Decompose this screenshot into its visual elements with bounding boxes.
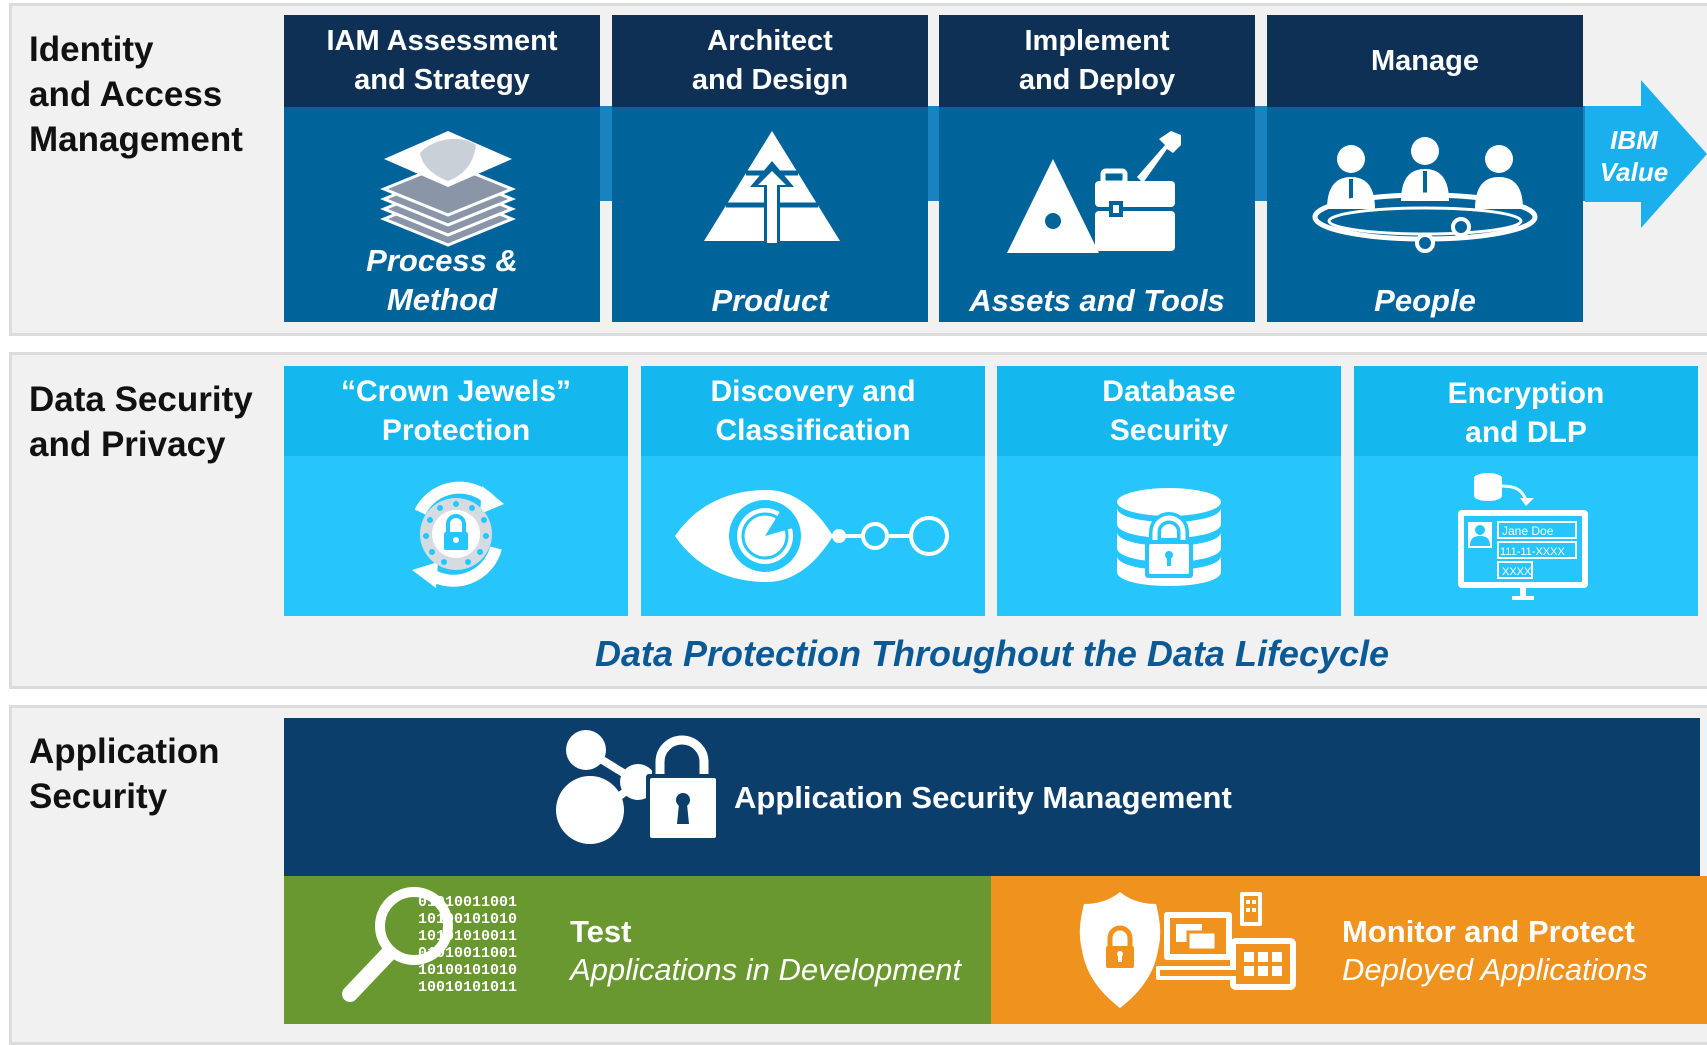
- ibm-value-arrow: [1585, 80, 1707, 228]
- network-lock-icon: [556, 730, 720, 844]
- shield-devices-icon: [1079, 892, 1296, 1008]
- iam-label-assets-tools: Assets and Tools: [969, 283, 1225, 318]
- binary-line-2: 10100101010: [418, 911, 517, 928]
- monitor-subtitle: Deployed Applications: [1342, 950, 1648, 989]
- iam-column-assessment: IAM Assessment and Strategy Process & Me…: [284, 15, 600, 322]
- iam-section-title: Identity and Access Management: [29, 30, 243, 159]
- test-subtitle-text: Applications in Development: [570, 952, 962, 987]
- stacked-layers-shield-icon: [380, 131, 516, 247]
- app-management-text: Application Security Management: [734, 780, 1232, 815]
- data-column-discovery: Discovery and Classification: [641, 366, 985, 616]
- masked-record-icon: Jane Doe 111-11-XXXX XXXX: [1458, 473, 1588, 600]
- data-header-encryption: Encryption and DLP: [1354, 366, 1698, 456]
- app-section-title: Application Security: [29, 732, 220, 816]
- iam-header-architect: Architect and Design: [612, 15, 928, 107]
- iam-label-people: People: [1374, 283, 1476, 318]
- binary-code-block: 01010011001 10100101010 10101010011 0101…: [418, 894, 517, 996]
- test-title-text: Test: [570, 914, 632, 949]
- data-header-crown-jewels: “Crown Jewels” Protection: [284, 366, 628, 456]
- app-management-band: [284, 718, 1700, 876]
- iam-header-assessment: IAM Assessment and Strategy: [284, 15, 600, 107]
- data-section-title: Data Security and Privacy: [29, 380, 253, 464]
- monitor-title: Monitor and Protect: [1342, 912, 1635, 951]
- app-management-label: Application Security Management: [734, 778, 1232, 817]
- database-lock-icon: [1117, 488, 1221, 586]
- data-lifecycle-footer: Data Protection Throughout the Data Life…: [594, 633, 1390, 674]
- lock-cycle-icon: [412, 481, 504, 588]
- binary-line-6: 10010101011: [418, 979, 517, 996]
- people-orbit-icon: [1312, 137, 1538, 253]
- binary-line-3: 10101010011: [418, 928, 517, 945]
- binary-line-5: 10100101010: [418, 962, 517, 979]
- record-masked: XXXX: [1502, 566, 1532, 578]
- ibm-value-label: IBM Value: [1599, 125, 1669, 187]
- iam-header-manage: Manage: [1267, 15, 1583, 107]
- toolbox-wrench-icon: [1007, 131, 1181, 253]
- iam-label-product: Product: [711, 283, 829, 318]
- test-subtitle: Applications in Development: [570, 950, 961, 989]
- iam-column-manage: Manage People: [1267, 15, 1583, 322]
- eye-network-icon: [675, 490, 949, 582]
- magnifier-binary-icon: 01010011001 10100101010 10101010011 0101…: [342, 887, 517, 1002]
- data-column-crown-jewels: “Crown Jewels” Protection: [284, 366, 628, 616]
- data-column-database: Database Security: [997, 366, 1341, 616]
- test-title: Test: [570, 912, 631, 951]
- app-test-panel: [284, 876, 991, 1024]
- monitor-subtitle-text: Deployed Applications: [1342, 952, 1648, 987]
- iam-label-process-method: Process & Method: [366, 243, 518, 317]
- data-column-encryption: Encryption and DLP Jane Doe 111-11-XXXX …: [1354, 366, 1698, 616]
- record-id: 111-11-XXXX: [1500, 546, 1565, 558]
- data-header-discovery: Discovery and Classification: [641, 366, 985, 456]
- iam-column-architect: Architect and Design Product: [612, 15, 928, 322]
- data-header-database: Database Security: [997, 366, 1341, 456]
- record-name: Jane Doe: [1502, 524, 1554, 538]
- monitor-title-text: Monitor and Protect: [1342, 914, 1635, 949]
- pyramid-arrow-icon: [704, 131, 840, 243]
- iam-header-implement: Implement and Deploy: [939, 15, 1255, 107]
- iam-column-implement: Implement and Deploy Assets and Tools: [939, 15, 1255, 322]
